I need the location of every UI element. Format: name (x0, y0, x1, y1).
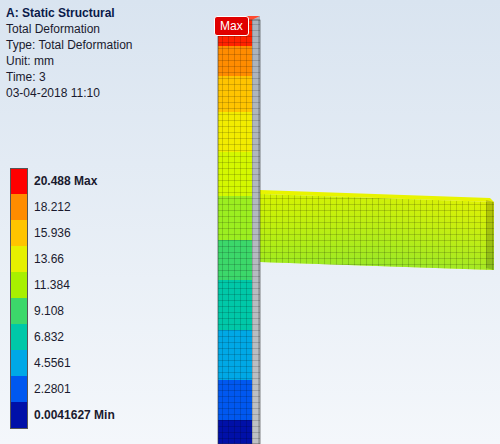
info-label: Unit: mm (6, 54, 54, 68)
legend-value: 0.0041627 Min (34, 408, 115, 422)
info-label: Type: Total Deformation (6, 38, 133, 52)
legend-value: 6.832 (34, 330, 64, 344)
info-label: Time: 3 (6, 70, 46, 84)
legend-swatch (10, 298, 28, 324)
legend-swatch (10, 246, 28, 272)
legend-value: 18.212 (34, 200, 71, 214)
legend-value: 20.488 Max (34, 174, 97, 188)
legend-value: 11.384 (34, 278, 70, 292)
legend-swatch (10, 376, 28, 402)
legend-swatch (10, 272, 28, 298)
max-marker: Max (214, 16, 249, 36)
legend-swatch (10, 324, 28, 350)
info-label: 03-04-2018 11:10 (6, 86, 100, 100)
legend-value: 13.66 (34, 252, 64, 266)
info-label: Total Deformation (6, 22, 100, 36)
legend-value: 9.108 (34, 304, 64, 318)
legend-value: 2.2801 (34, 382, 71, 396)
plot-title: A: Static Structural (6, 6, 115, 20)
legend-swatch (10, 194, 28, 220)
legend-value: 15.936 (34, 226, 71, 240)
legend-swatch (10, 220, 28, 246)
legend-swatch (10, 402, 28, 429)
legend-swatch (10, 168, 28, 195)
legend-value: 4.5561 (34, 356, 71, 370)
legend-swatch (10, 350, 28, 376)
